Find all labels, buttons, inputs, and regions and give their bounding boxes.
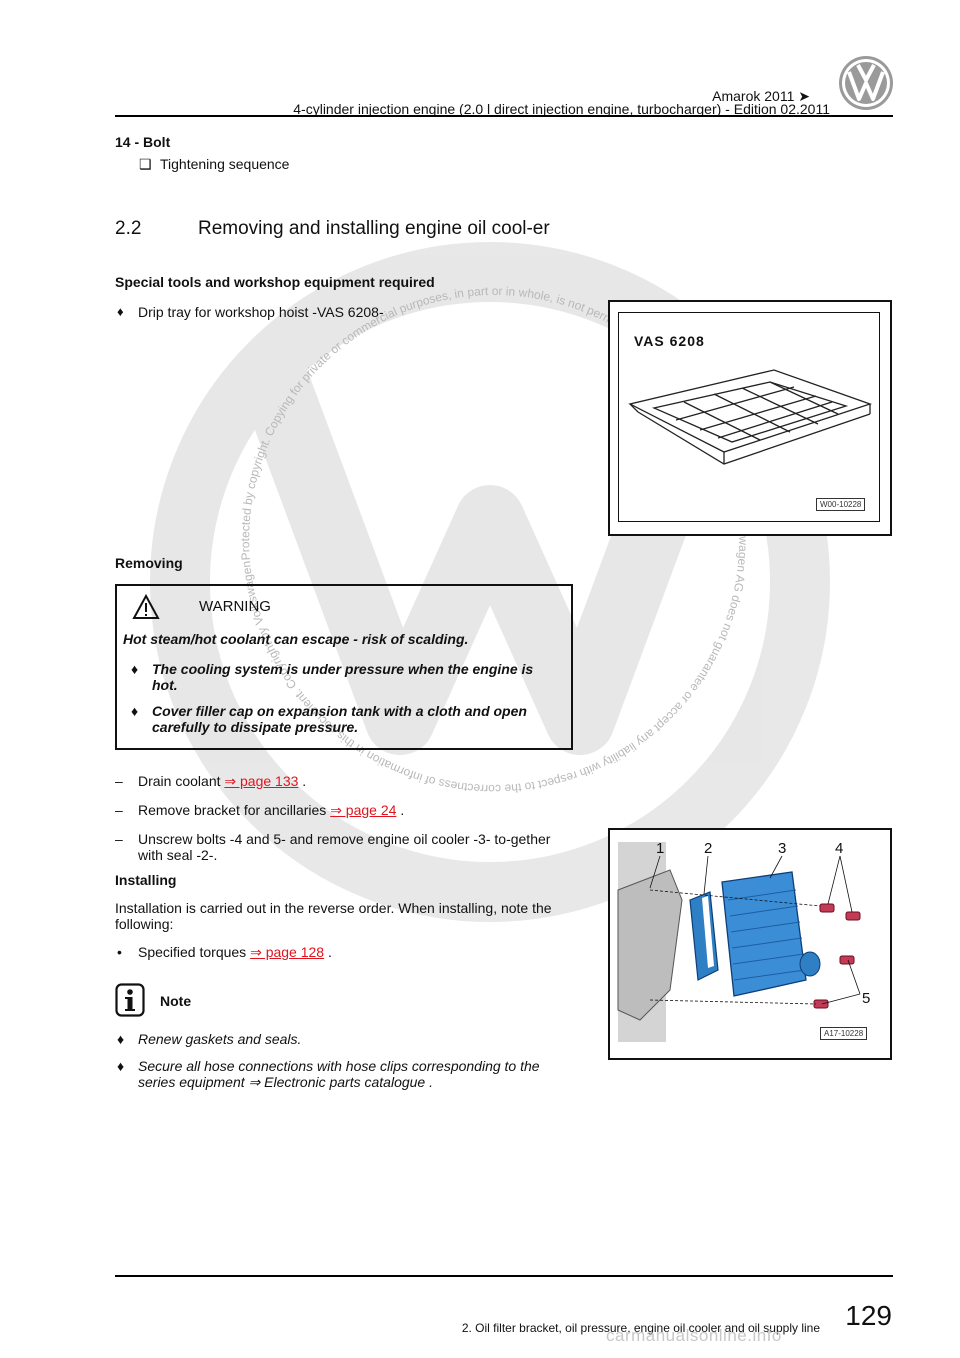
section-title: Removing and installing engine oil cool-… [198,218,550,239]
footer-chapter: 2. Oil filter bracket, oil pressure, eng… [461,1321,820,1335]
warning-icon [132,594,160,619]
installing-text: Installation is carried out in the rever… [115,900,552,932]
dash-icon: – [115,831,123,847]
tools-heading: Special tools and workshop equipment req… [115,274,435,290]
dash-icon: – [115,802,123,818]
removing-heading: Removing [115,555,183,571]
figure-code: A17-10228 [820,1027,868,1040]
diamond-bullet-icon: ♦ [117,1058,125,1074]
diamond-bullet-icon: ♦ [117,1031,125,1047]
installing-heading: Installing [115,872,177,888]
callout-5: 5 [862,990,871,1007]
diamond-bullet-icon: ♦ [117,304,124,319]
step-unscrew: Unscrew bolts -4 and 5- and remove engin… [138,831,551,863]
header-subtitle: 4-cylinder injection engine (2.0 l direc… [293,101,830,117]
step-drain: Drain coolant ⇒ page 133 . [138,773,307,789]
dash-icon: – [115,773,123,789]
header-model: Amarok 2011 ➤ [712,88,810,104]
figure-label: VAS 6208 [634,333,705,349]
header-rule [115,115,893,117]
figure-frame [618,312,880,522]
dot-bullet-icon: • [117,944,122,960]
step-bracket: Remove bracket for ancillaries ⇒ page 24… [138,802,405,818]
callout-2: 2 [704,840,713,857]
diamond-bullet-icon: ♦ [131,661,139,677]
callout-1: 1 [656,840,665,857]
section-number: 2.2 [115,218,142,239]
site-watermark: carmanualsonline.info [606,1326,782,1345]
figure-oil-cooler: 1 2 3 4 5 A17-10228 [608,828,892,1060]
link-page-133[interactable]: ⇒ page 133 [224,773,299,789]
torque-line: Specified torques ⇒ page 128 . [138,944,332,960]
callout-4: 4 [835,840,844,857]
note-title: Note [160,993,192,1009]
figure-code: W00-10228 [816,498,866,511]
note-item-1: Renew gaskets and seals. [138,1031,302,1047]
link-page-24[interactable]: ⇒ page 24 [330,802,397,818]
page-number: 129 [845,1300,892,1331]
item-14-bullet: Tightening sequence [160,156,290,172]
drip-tray-drawing [628,369,873,465]
warning-item-2: Cover filler cap on expansion tank with … [152,703,527,735]
diamond-bullet-icon: ♦ [131,703,139,719]
checkbox-icon: ❑ [139,156,152,172]
vw-logo-icon [839,56,893,110]
warning-item-1: The cooling system is under pressure whe… [152,661,534,693]
item-14-title: 14 - Bolt [115,134,171,150]
oil-cooler-drawing [617,842,861,1042]
tools-item: Drip tray for workshop hoist -VAS 6208- [138,304,384,320]
footer-rule [115,1275,893,1277]
warning-title: WARNING [199,598,271,615]
info-icon [115,983,145,1017]
note-item-2: Secure all hose connections with hose cl… [138,1058,540,1090]
warning-box: WARNING Hot steam/hot coolant can escape… [115,584,573,750]
figure-vas6208: VAS 6208 W00-10228 [608,300,892,536]
callout-3: 3 [778,840,787,857]
warning-lead: Hot steam/hot coolant can escape - risk … [123,631,469,647]
link-page-128[interactable]: ⇒ page 128 [250,944,325,960]
